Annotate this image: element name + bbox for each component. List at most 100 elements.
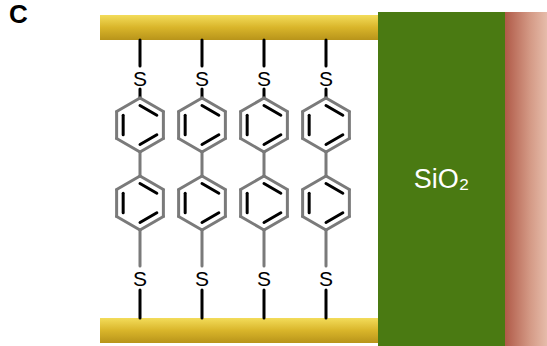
sulfur-atom: S xyxy=(133,268,147,289)
bond-line xyxy=(326,184,343,194)
bond-line xyxy=(202,98,225,112)
bond-line xyxy=(202,217,225,231)
bond-line xyxy=(122,115,125,134)
bond-line xyxy=(246,193,249,212)
bond-line xyxy=(348,112,351,139)
material-label: SiO₂ xyxy=(414,164,470,195)
bond-line xyxy=(325,152,328,176)
bond-line xyxy=(263,40,266,66)
silicon-substrate xyxy=(505,12,547,346)
bond-line xyxy=(303,176,326,190)
bond-line xyxy=(241,139,264,153)
bond-line xyxy=(140,139,163,153)
bond-line xyxy=(263,152,266,176)
bond-line xyxy=(140,213,157,223)
bond-line xyxy=(115,112,118,139)
bond-line xyxy=(263,230,266,266)
bond-line xyxy=(286,190,289,217)
bond-line xyxy=(179,217,202,231)
bond-line xyxy=(201,40,204,66)
bond-line xyxy=(326,176,349,190)
bond-line xyxy=(117,98,140,112)
top-gold-electrode xyxy=(100,15,380,40)
bond-line xyxy=(140,184,157,194)
bond-line xyxy=(179,176,202,190)
sulfur-atom: S xyxy=(195,68,209,89)
bond-line xyxy=(286,112,289,139)
bond-line xyxy=(264,98,287,112)
bond-line xyxy=(326,98,349,112)
bond-line xyxy=(117,176,140,190)
bond-line xyxy=(202,213,219,223)
bond-line xyxy=(115,190,118,217)
bond-line xyxy=(239,112,242,139)
bond-line xyxy=(301,112,304,139)
bond-line xyxy=(184,115,187,134)
bond-line xyxy=(301,190,304,217)
bond-line xyxy=(325,40,328,66)
bond-line xyxy=(303,217,326,231)
bond-line xyxy=(326,135,343,145)
sulfur-atom: S xyxy=(319,268,333,289)
bond-line xyxy=(179,139,202,153)
bond-line xyxy=(202,135,219,145)
sulfur-atom: S xyxy=(319,68,333,89)
bond-line xyxy=(177,112,180,139)
bond-line xyxy=(201,230,204,266)
bond-line xyxy=(122,193,125,212)
bond-line xyxy=(303,98,326,112)
bond-line xyxy=(140,176,163,190)
bond-line xyxy=(140,217,163,231)
bond-line xyxy=(140,98,163,112)
bond-line xyxy=(239,190,242,217)
bond-line xyxy=(162,190,165,217)
oxide-block: SiO₂ xyxy=(378,12,505,346)
bond-line xyxy=(241,98,264,112)
bond-line xyxy=(303,139,326,153)
bond-line xyxy=(202,139,225,153)
bond-line xyxy=(326,213,343,223)
bond-line xyxy=(264,176,287,190)
bond-line xyxy=(326,106,343,116)
bond-line xyxy=(264,135,281,145)
bond-line xyxy=(263,290,266,318)
bond-line xyxy=(264,217,287,231)
bond-line xyxy=(326,139,349,153)
bond-line xyxy=(139,152,142,176)
bond-line xyxy=(308,115,311,134)
bond-line xyxy=(177,190,180,217)
sulfur-atom: S xyxy=(195,268,209,289)
bond-line xyxy=(264,106,281,116)
sulfur-atom: S xyxy=(257,68,271,89)
bond-line xyxy=(162,112,165,139)
bond-line xyxy=(139,290,142,318)
bond-line xyxy=(140,106,157,116)
bottom-gold-electrode xyxy=(100,318,380,343)
bond-line xyxy=(308,193,311,212)
bond-line xyxy=(264,184,281,194)
bond-line xyxy=(348,190,351,217)
panel-letter: C xyxy=(9,1,28,27)
bond-line xyxy=(325,230,328,266)
bond-line xyxy=(201,290,204,318)
bond-line xyxy=(264,139,287,153)
bond-line xyxy=(202,176,225,190)
bond-line xyxy=(246,115,249,134)
bond-line xyxy=(241,217,264,231)
bond-line xyxy=(201,152,204,176)
sulfur-atom: S xyxy=(257,268,271,289)
bond-line xyxy=(325,290,328,318)
bond-line xyxy=(179,98,202,112)
bond-line xyxy=(264,213,281,223)
bond-line xyxy=(224,190,227,217)
bond-line xyxy=(140,135,157,145)
bond-line xyxy=(117,139,140,153)
bond-line xyxy=(202,184,219,194)
bond-line xyxy=(139,40,142,66)
bond-line xyxy=(241,176,264,190)
bond-line xyxy=(139,230,142,266)
bond-line xyxy=(224,112,227,139)
bond-line xyxy=(202,106,219,116)
bond-line xyxy=(184,193,187,212)
sulfur-atom: S xyxy=(133,68,147,89)
